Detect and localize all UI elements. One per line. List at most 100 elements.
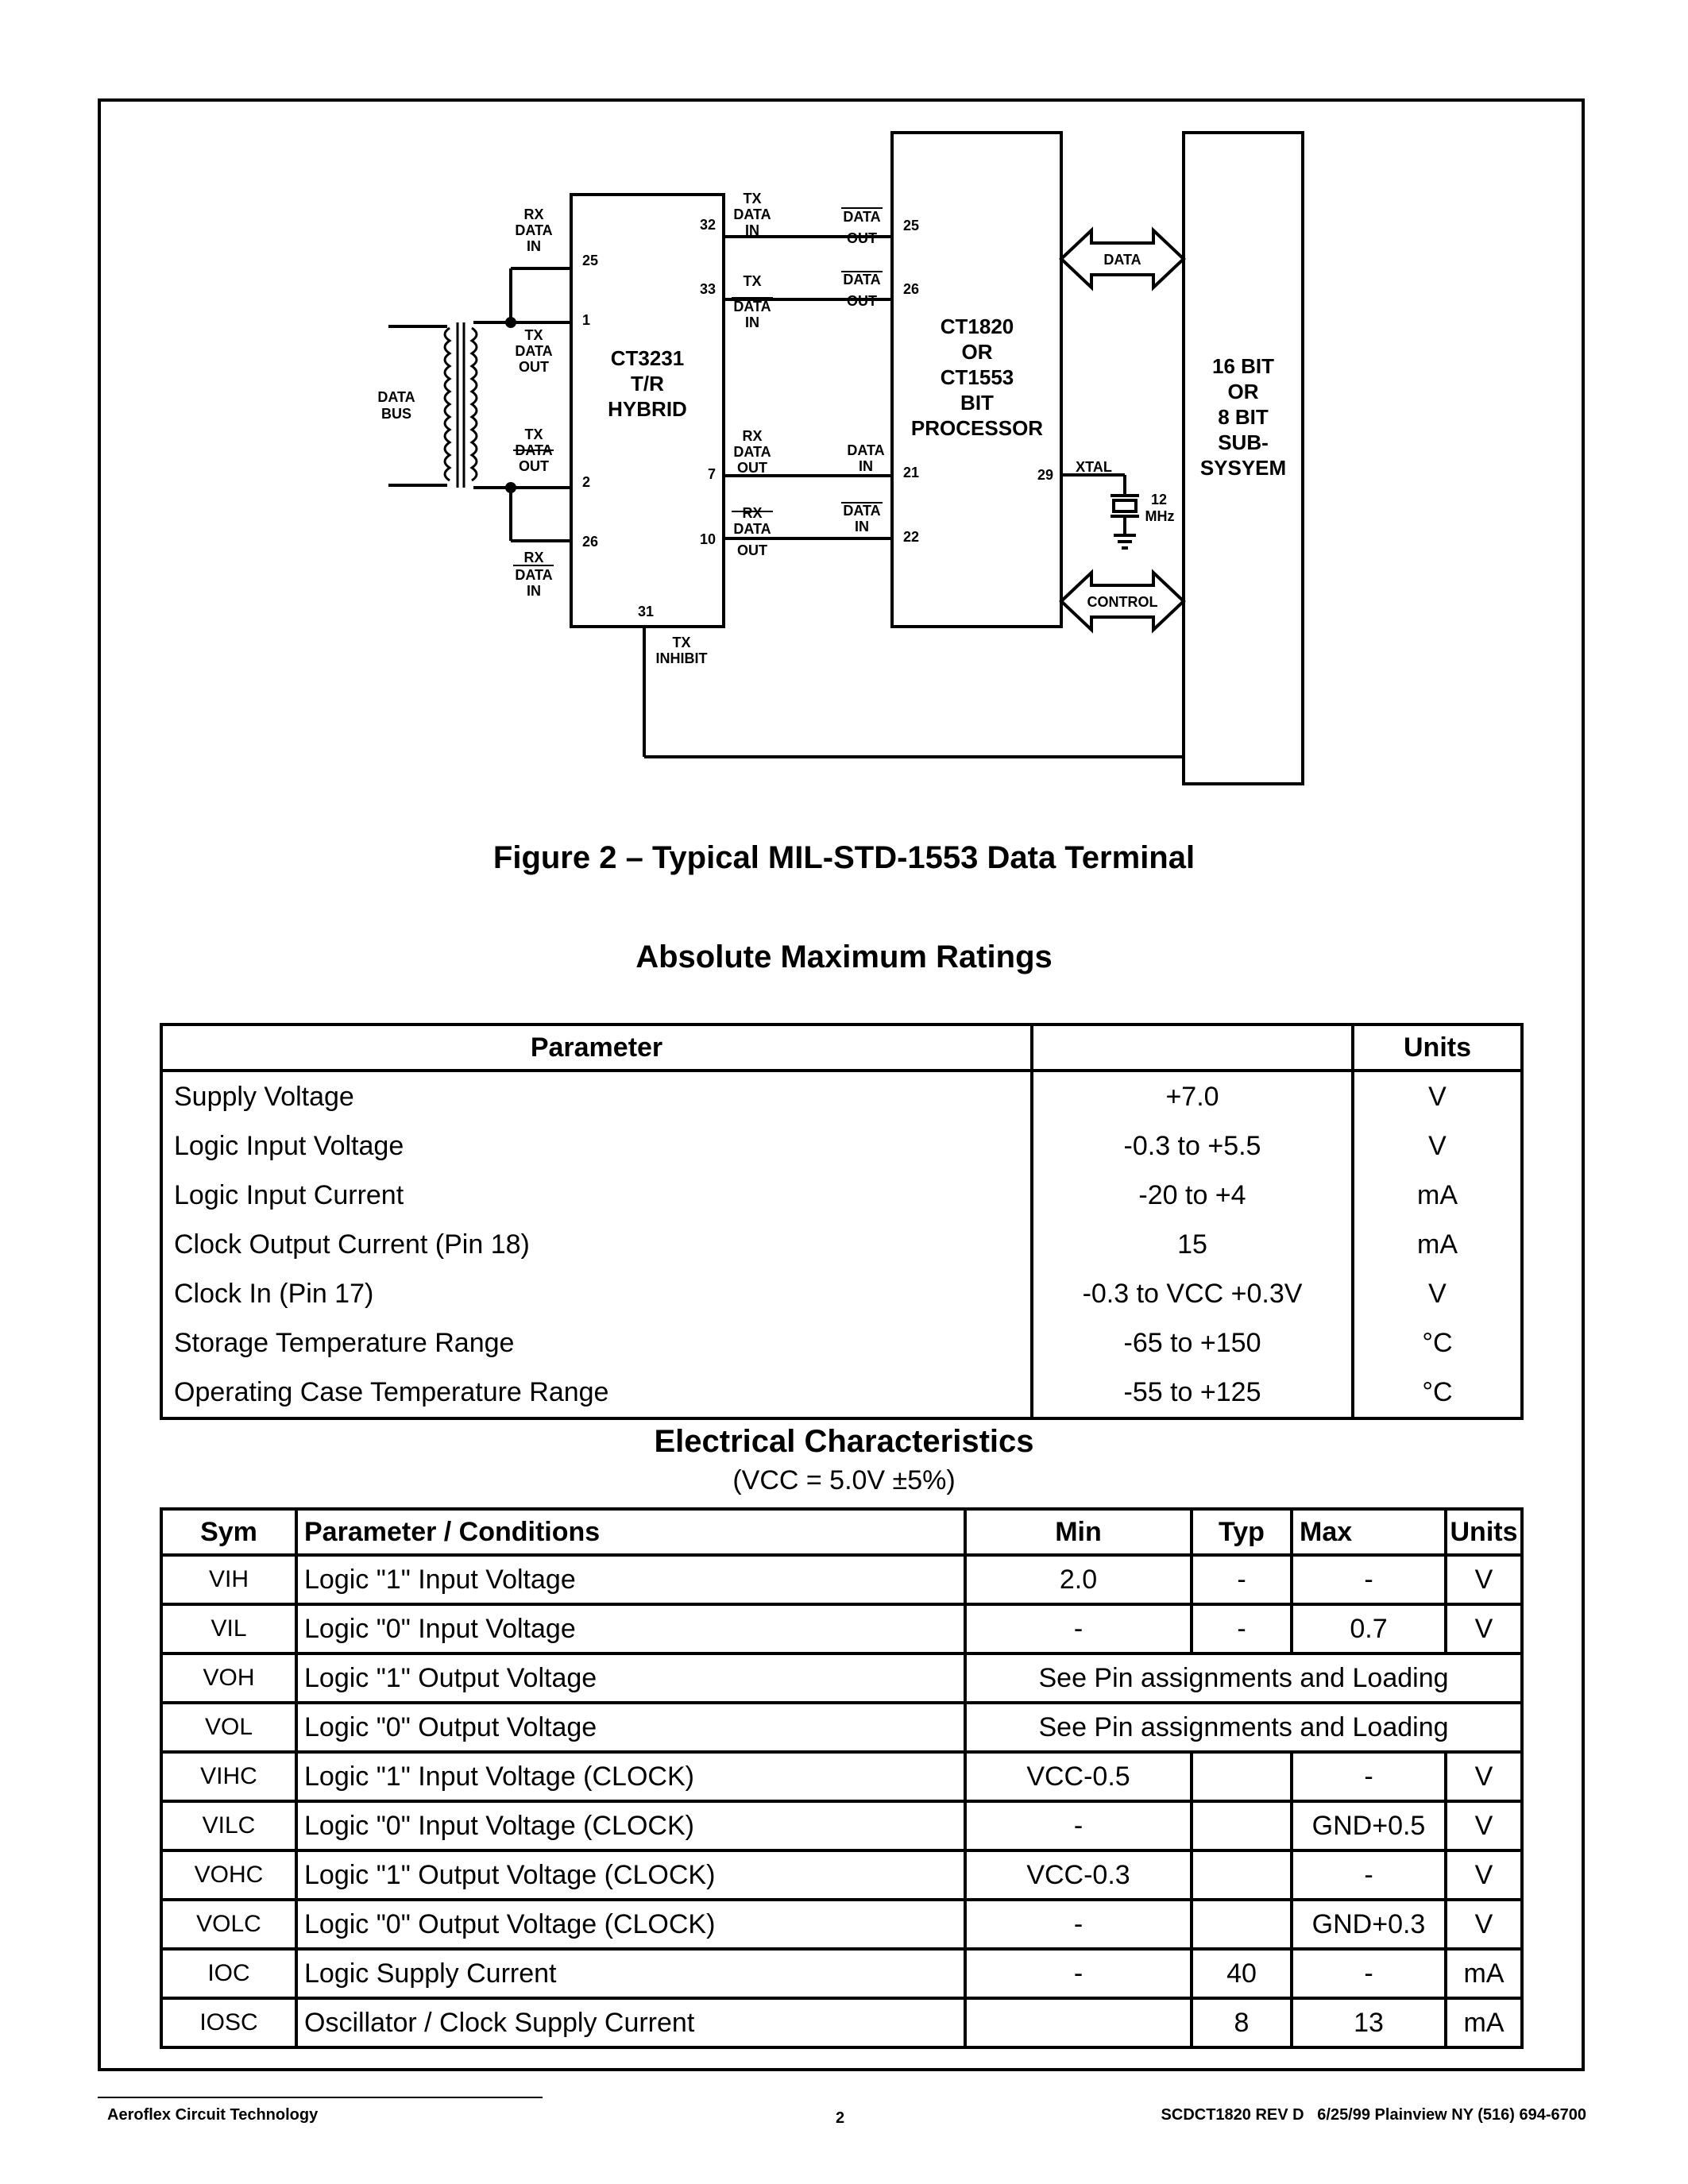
header-min: Min	[964, 1507, 1193, 1557]
sym-cell: VOH	[160, 1652, 298, 1704]
typ-cell	[1190, 1849, 1293, 1901]
note-cell: See Pin assignments and Loading	[964, 1701, 1524, 1754]
min-cell: -	[964, 1947, 1193, 2000]
data-bus-label-1: DATA	[377, 389, 415, 405]
hybrid-pin-2: 2	[582, 474, 590, 490]
rx-data-out-3: OUT	[737, 460, 767, 476]
freq-label-1: 12	[1151, 492, 1167, 507]
header-units: Units	[1353, 1024, 1522, 1072]
param-cell: Clock In (Pin 17)	[161, 1269, 1033, 1318]
units-cell: V	[1428, 1081, 1447, 1112]
value-cell: -65 to +150	[1032, 1318, 1354, 1368]
subsystem-label-2: OR	[1228, 380, 1259, 403]
table-row: VILC Logic "0" Input Voltage (CLOCK) - G…	[160, 1800, 1524, 1852]
tx-data-out-2: DATA	[515, 343, 552, 359]
param-cell: Logic "1" Input Voltage (CLOCK)	[295, 1750, 967, 1803]
max-cell: -	[1290, 1750, 1447, 1803]
electrical-characteristics-table: Sym Parameter / Conditions Min Typ Max U…	[160, 1507, 1524, 2049]
typ-cell: 8	[1190, 1997, 1293, 2049]
sym-cell: IOC	[160, 1947, 298, 2000]
data-bus-arrow	[1059, 226, 1186, 291]
data-in-bar-b: IN	[855, 519, 869, 534]
table-row: Clock In (Pin 17) -0.3 to VCC +0.3V V	[161, 1269, 1522, 1318]
table-row: Supply Voltage +7.0 V	[161, 1071, 1522, 1121]
data-in-bar-a: DATA	[843, 503, 880, 519]
tx-data-in-2: DATA	[733, 206, 771, 222]
data-terminal-diagram: CT3231 T/R HYBRID CT1820 OR CT1553 BIT P…	[377, 131, 1304, 785]
subsystem-label-5: SYSYEM	[1200, 456, 1286, 480]
bus-control-label: CONTROL	[1087, 594, 1158, 610]
tx-inhibit-1: TX	[672, 635, 690, 650]
sym-cell: IOSC	[160, 1997, 298, 2049]
units-cell: V	[1444, 1750, 1524, 1803]
sym-cell: VIL	[160, 1603, 298, 1655]
param-cell: Operating Case Temperature Range	[161, 1368, 1033, 1418]
rx-data-in-bar-2: DATA	[515, 567, 552, 583]
min-cell: -	[964, 1800, 1193, 1852]
data-in-a: DATA	[847, 442, 884, 458]
tx-data-in-bar-1: TX	[743, 273, 761, 289]
processor-label-4: BIT	[960, 391, 994, 415]
table-header-row: Sym Parameter / Conditions Min Typ Max U…	[160, 1507, 1524, 1557]
sym-cell: VOLC	[160, 1898, 298, 1951]
table-row: Logic Input Current -20 to +4 mA	[161, 1171, 1522, 1220]
rx-data-out-bar-2: DATA	[733, 521, 771, 537]
units-cell: V	[1444, 1800, 1524, 1852]
processor-box	[890, 131, 1063, 628]
data-out-bar-1a: DATA	[843, 209, 880, 225]
subsystem-label-3: 8 BIT	[1218, 405, 1269, 429]
tx-data-out-1: TX	[524, 327, 543, 343]
rx-data-in-top-1: RX	[523, 206, 543, 222]
xtal-label: XTAL	[1076, 459, 1112, 475]
footer-company: Aeroflex Circuit Technology	[107, 2106, 319, 2124]
hybrid-pin-1: 1	[582, 312, 590, 328]
hybrid-pin-10: 10	[700, 531, 716, 547]
tx-data-in-bar-2: DATA	[733, 299, 771, 314]
sym-cell: VOHC	[160, 1849, 298, 1901]
param-cell: Logic Input Voltage	[161, 1121, 1033, 1171]
processor-pin-29: 29	[1037, 467, 1053, 483]
tx-inhibit-2: INHIBIT	[656, 650, 708, 666]
sym-cell: VILC	[160, 1800, 298, 1852]
table-row: VIHC Logic "1" Input Voltage (CLOCK) VCC…	[160, 1750, 1524, 1803]
sym-cell: VIH	[160, 1553, 298, 1606]
value-cell: -20 to +4	[1032, 1171, 1354, 1220]
table-row: VOL Logic "0" Output Voltage See Pin ass…	[160, 1701, 1524, 1754]
tx-data-in-1: TX	[743, 191, 761, 206]
max-cell: 13	[1290, 1997, 1447, 2049]
tx-data-out-3: OUT	[519, 359, 549, 375]
typ-cell: -	[1190, 1553, 1293, 1606]
typ-cell	[1190, 1750, 1293, 1803]
data-out-bar-2a: DATA	[843, 272, 880, 287]
units-cell: mA	[1444, 1997, 1524, 2049]
hybrid-pin-32: 32	[700, 217, 716, 233]
table-row: VIH Logic "1" Input Voltage 2.0 - - V	[160, 1553, 1524, 1606]
subsystem-label-1: 16 BIT	[1212, 354, 1274, 378]
value-cell: -55 to +125	[1032, 1368, 1354, 1418]
param-cell: Logic "0" Output Voltage	[295, 1701, 967, 1754]
typ-cell	[1190, 1898, 1293, 1951]
units-cell: V	[1428, 1278, 1447, 1309]
typ-cell	[1190, 1800, 1293, 1852]
max-cell: 0.7	[1290, 1603, 1447, 1655]
header-parameter: Parameter / Conditions	[295, 1507, 967, 1557]
table-row: VOHC Logic "1" Output Voltage (CLOCK) VC…	[160, 1849, 1524, 1901]
param-cell: Logic "1" Input Voltage	[295, 1553, 967, 1606]
table-row: IOC Logic Supply Current - 40 - mA	[160, 1947, 1524, 2000]
min-cell	[964, 1997, 1193, 2049]
freq-label-2: MHz	[1145, 508, 1175, 524]
processor-label-2: OR	[962, 340, 993, 364]
table-header-row: Parameter Units	[161, 1024, 1522, 1072]
hybrid-pin-26: 26	[582, 534, 598, 550]
min-cell: -	[964, 1898, 1193, 1951]
header-max: Max	[1290, 1507, 1447, 1557]
min-cell: VCC-0.5	[964, 1750, 1193, 1803]
param-cell: Storage Temperature Range	[161, 1318, 1033, 1368]
footer-doc: SCDCT1820 REV D 6/25/99 Plainview NY (51…	[1161, 2106, 1586, 2124]
sym-cell: VIHC	[160, 1750, 298, 1803]
rx-data-in-top-2: DATA	[515, 222, 552, 238]
table-row: IOSC Oscillator / Clock Supply Current 8…	[160, 1997, 1524, 2049]
tx-data-in-bar-3: IN	[745, 314, 759, 330]
hybrid-pin-31: 31	[638, 604, 654, 619]
table-row: Clock Output Current (Pin 18) 15 mA	[161, 1220, 1522, 1269]
